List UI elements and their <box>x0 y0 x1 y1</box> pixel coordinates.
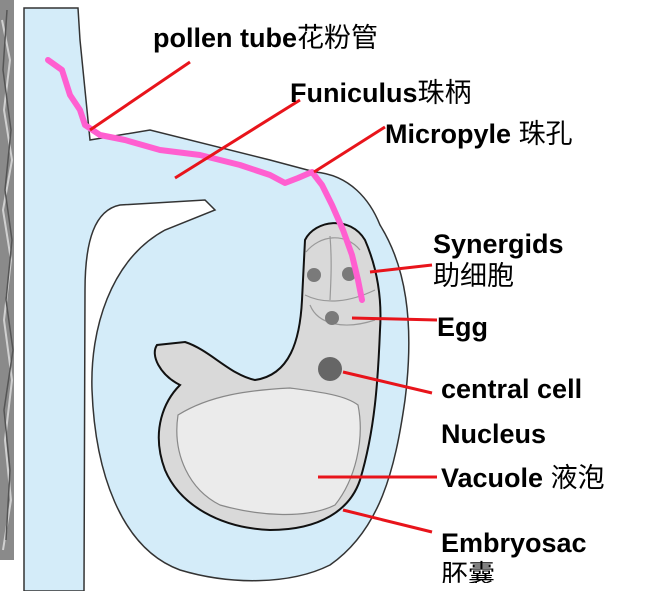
label-synergids: Synergids 助细胞 <box>433 228 564 292</box>
label-embryosac: Embryosac 胚囊 <box>441 527 587 583</box>
label-nucleus: Nucleus <box>441 418 546 450</box>
leader-micropyle <box>314 127 385 172</box>
label-embryosac-cn: 胚囊 <box>441 559 587 583</box>
leader-egg <box>352 318 437 320</box>
label-pollen-tube-cn: 花粉管 <box>297 23 378 53</box>
label-nucleus-en: Nucleus <box>441 419 546 449</box>
egg-nucleus <box>325 311 339 325</box>
label-embryosac-en: Embryosac <box>441 527 587 559</box>
label-vacuole-en: Vacuole <box>441 463 543 493</box>
label-pollen-tube: pollen tube花粉管 <box>153 22 378 54</box>
label-funiculus-en: Funiculus <box>290 78 418 108</box>
label-central-cell-en: central cell <box>441 374 582 404</box>
label-vacuole-cn: 液泡 <box>551 463 605 493</box>
label-synergids-en: Synergids <box>433 228 564 260</box>
label-micropyle-en: Micropyle <box>385 119 511 149</box>
label-funiculus-cn: 珠柄 <box>418 78 472 108</box>
synergid-nucleus-left <box>307 268 321 282</box>
label-funiculus: Funiculus珠柄 <box>290 77 472 109</box>
leader-pollen-tube <box>90 62 190 130</box>
label-vacuole: Vacuole 液泡 <box>441 462 605 494</box>
micrograph-strip <box>0 0 14 560</box>
label-micropyle-cn: 珠孔 <box>519 119 573 149</box>
central-cell-nucleus <box>318 357 342 381</box>
label-egg-en: Egg <box>437 312 488 342</box>
label-synergids-cn: 助细胞 <box>433 260 564 292</box>
label-micropyle: Micropyle 珠孔 <box>385 118 573 150</box>
label-central-cell: central cell <box>441 373 582 405</box>
label-pollen-tube-en: pollen tube <box>153 23 297 53</box>
label-egg: Egg <box>437 311 488 343</box>
